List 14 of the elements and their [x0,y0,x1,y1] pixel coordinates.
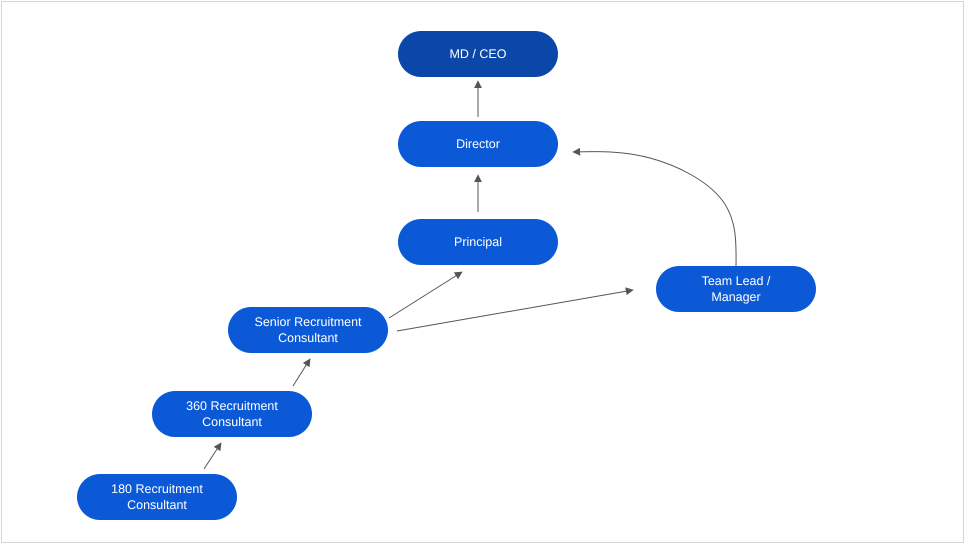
role-box: Director [398,121,558,167]
arrow [292,358,310,386]
arrow [396,287,634,332]
role-box: Principal [398,219,558,265]
arrow [388,272,463,318]
role-box: 360 Recruitment Consultant [152,391,312,437]
role-box: 180 Recruitment Consultant [77,474,237,520]
role-box: MD / CEO [398,31,558,77]
role-box: Team Lead / Manager [656,266,816,312]
arrow [572,148,737,266]
role-box: Senior Recruitment Consultant [228,307,388,353]
arrow [204,442,222,470]
arrow [474,80,482,118]
arrow [474,174,482,212]
